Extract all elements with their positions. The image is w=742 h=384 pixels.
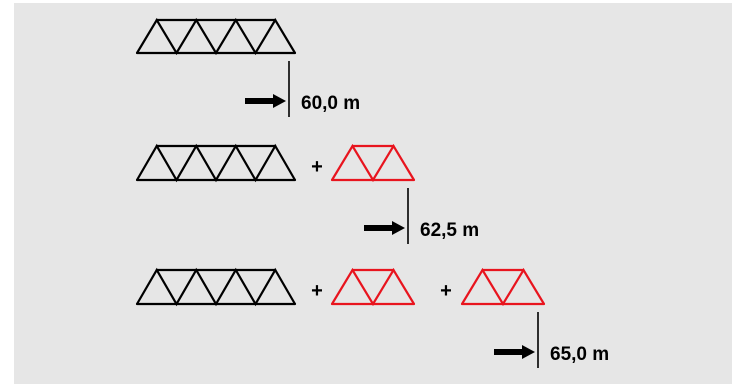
arrow-shaft — [245, 98, 275, 104]
extension-truss-section — [330, 267, 416, 307]
truss-web — [461, 267, 545, 307]
diagram-panel — [14, 3, 732, 384]
configuration-row-3: + +65,0 m — [135, 267, 609, 368]
truss-web — [331, 143, 415, 183]
plus-sign: + — [440, 280, 452, 302]
truss-web — [136, 267, 296, 307]
truss-web — [331, 267, 415, 307]
arrow-head-icon — [392, 221, 405, 235]
configuration-row-1: 60,0 m — [135, 17, 360, 117]
base-truss-section — [135, 17, 297, 56]
length-label: 65,0 m — [550, 344, 609, 365]
length-label: 62,5 m — [420, 220, 479, 241]
base-truss-section — [135, 143, 297, 183]
length-marker: 65,0 m — [494, 312, 609, 368]
truss-web — [136, 17, 296, 56]
arrow-shaft — [364, 225, 394, 231]
configuration-row-2: +62,5 m — [135, 143, 479, 244]
extension-truss-section — [460, 267, 546, 307]
arrow-head-icon — [522, 345, 535, 359]
plus-sign: + — [311, 280, 323, 302]
length-marker: 62,5 m — [364, 188, 479, 244]
length-label: 60,0 m — [301, 93, 360, 114]
extension-truss-section — [330, 143, 416, 183]
arrow-head-icon — [273, 94, 286, 108]
truss-web — [136, 143, 296, 183]
length-marker: 60,0 m — [245, 61, 360, 117]
base-truss-section — [135, 267, 297, 307]
plus-sign: + — [311, 156, 323, 178]
arrow-shaft — [494, 349, 524, 355]
